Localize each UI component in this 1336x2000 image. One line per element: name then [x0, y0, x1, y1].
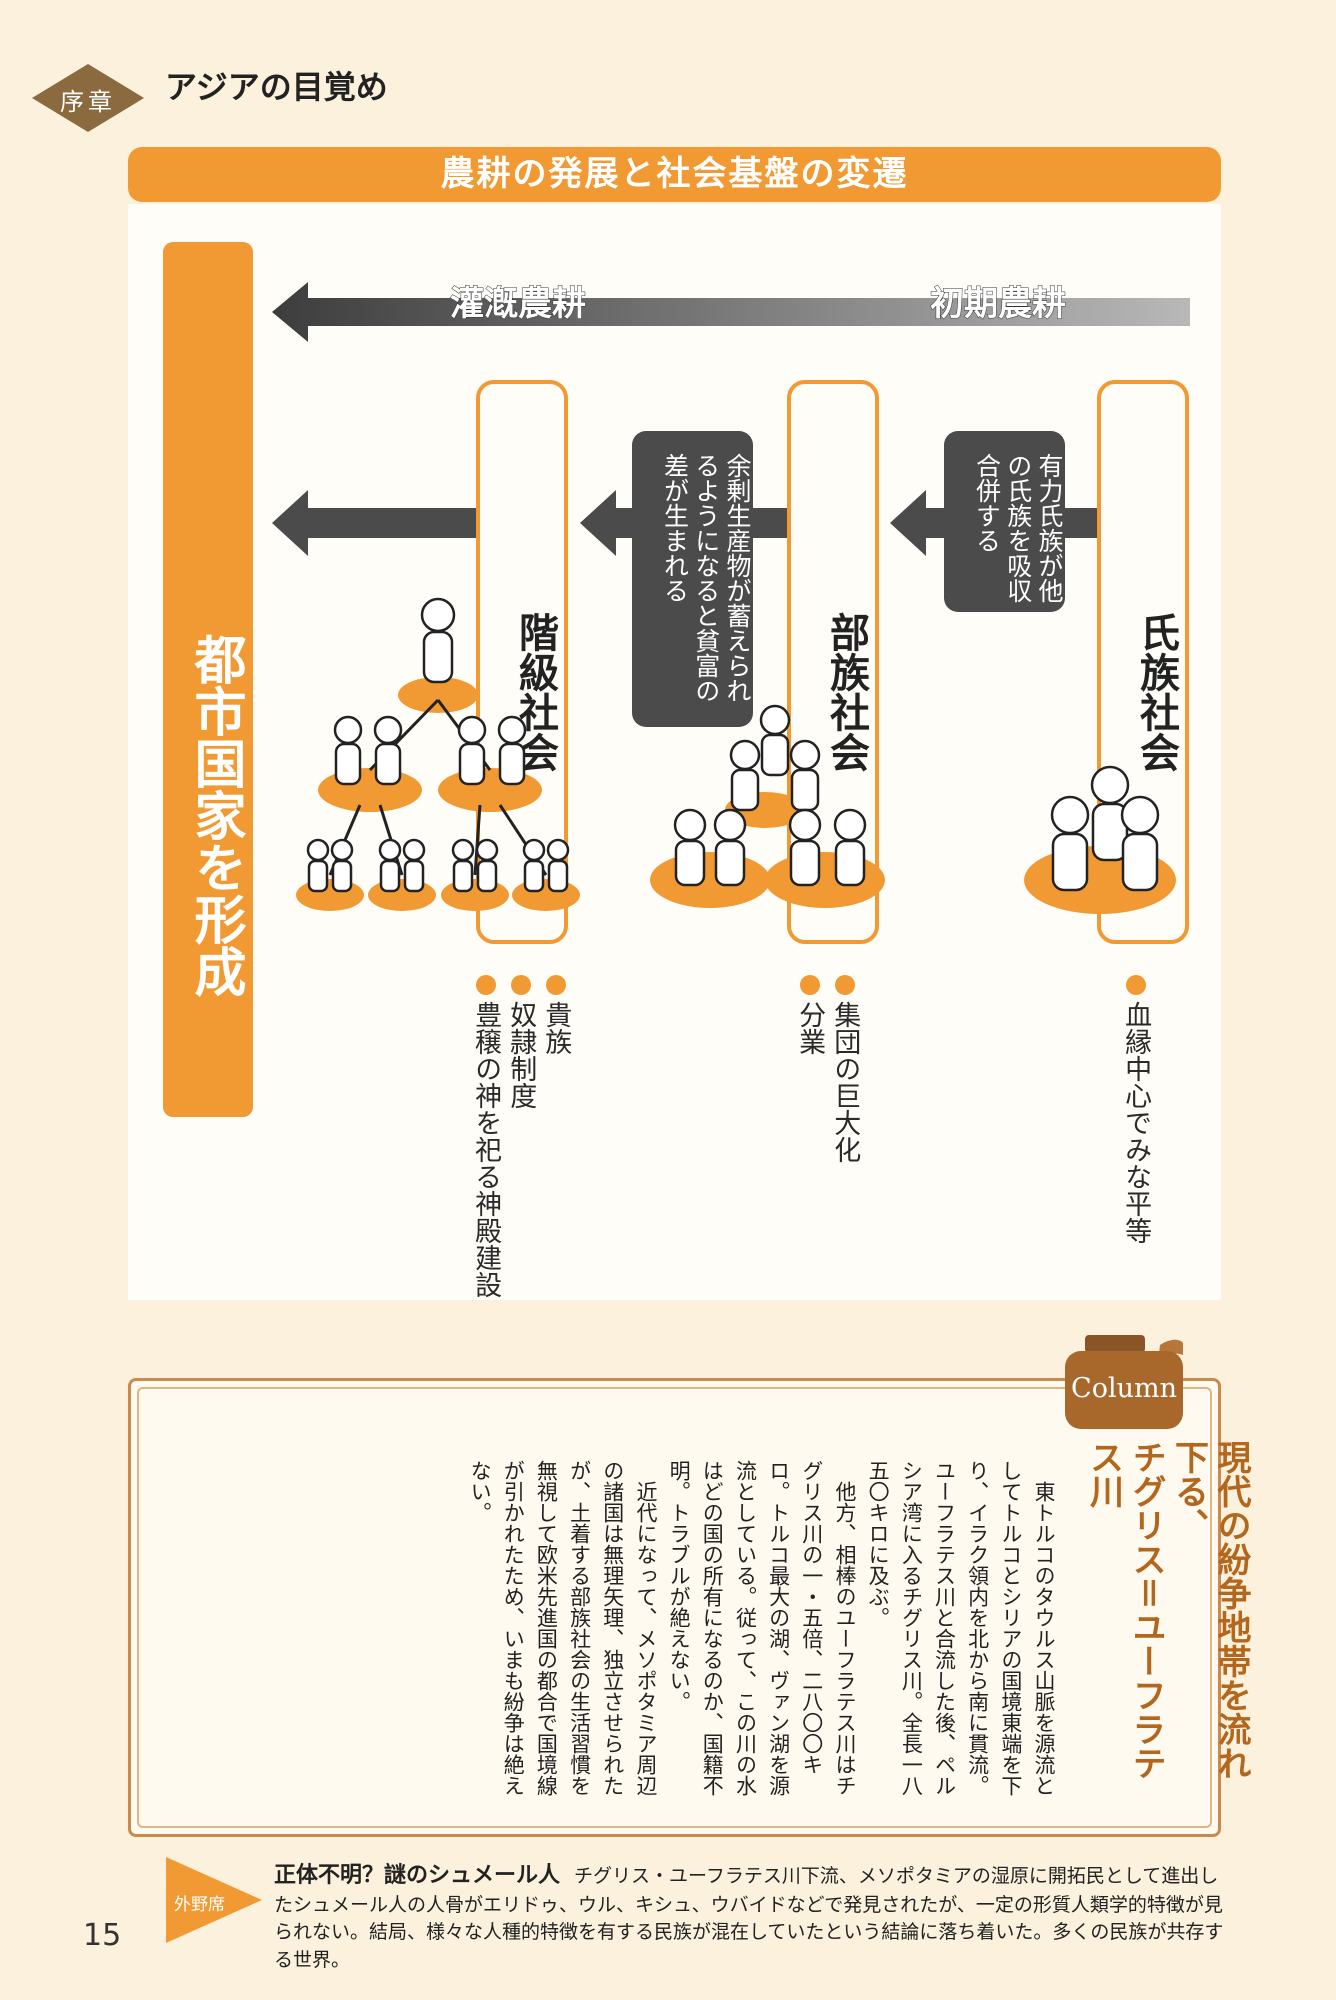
early-farming-label: 初期農耕	[930, 284, 1067, 325]
bullet-item: 豊穣の神を祀る神殿建設	[468, 975, 503, 1298]
column-title: 現代の紛争地帯を流れ下る、 チグリス＝ユーフラテス川	[1082, 1440, 1252, 1800]
column-title-line: 現代の紛争地帯を流れ下る、	[1168, 1440, 1252, 1780]
people-illustrations	[296, 597, 1176, 914]
stage-label: 部族社会	[791, 612, 875, 772]
footnote-title: 正体不明？謎のシュメール人	[274, 1863, 561, 1888]
agriculture-arrow	[272, 282, 1190, 342]
diagram-title: 農耕の発展と社会基盤の変遷	[128, 147, 1221, 202]
stage-tribal-society: 部族社会	[787, 380, 879, 944]
footnote-label: 外野席	[174, 1895, 225, 1915]
chapter-badge: 序章	[28, 62, 148, 134]
column-box	[128, 1378, 1221, 1837]
bullet-item: 血縁中心でみな平等	[1118, 975, 1153, 1244]
column-label: Column	[1071, 1373, 1177, 1404]
footnote-badge: 外野席	[166, 1857, 262, 1943]
bullet-item: 分業	[792, 975, 827, 1163]
diagram-panel	[128, 204, 1221, 1300]
diamond-shape	[32, 64, 144, 132]
footnote-text: チグリス・ユーフラテス川下流、メソポタミアの湿原に開拓民として進出したシュメール…	[274, 1865, 1224, 1971]
column-paragraph: 他方、相棒のユーフラテス川はチグリス川の一・五倍、二八〇〇キロ。トルコ最大の湖、…	[667, 1460, 857, 1796]
arrow-to-city	[272, 490, 480, 556]
class-bullets: 貴族 奴隷制度 豊穣の神を祀る神殿建設	[468, 975, 573, 1298]
bullet-item: 奴隷制度	[503, 975, 538, 1298]
transition-merge-box: 有力氏族が他の氏族を吸収合併する	[944, 431, 1065, 612]
stage-clan-society: 氏族社会	[1097, 380, 1189, 944]
column-paragraph: 東トルコのタウルス山脈を源流としてトルコとシリアの国境東端を下り、イラク領内を北…	[866, 1460, 1056, 1796]
ink-bottle-icon	[1065, 1335, 1185, 1429]
irrigation-farming-label: 灌漑農耕	[450, 284, 587, 325]
stage-label: 氏族社会	[1101, 612, 1185, 772]
column-title-line: チグリス＝ユーフラテス川	[1083, 1440, 1167, 1780]
column-body: 東トルコのタウルス山脈を源流としてトルコとシリアの国境東端を下り、イラク領内を北…	[250, 1460, 1060, 1805]
page-number: 15	[83, 1918, 122, 1953]
tribe-bullets: 集団の巨大化 分業	[792, 975, 862, 1163]
city-state-bar: 都市国家を形成	[163, 242, 253, 1117]
clan-bullets: 血縁中心でみな平等	[1118, 975, 1153, 1244]
stage-class-society: 階級社会	[476, 380, 568, 944]
column-badge: Column	[1065, 1335, 1185, 1430]
column-paragraph: 近代になって、メソポタミア周辺の諸国は無理矢理、独立させられたが、土着する部族社…	[468, 1460, 658, 1796]
triangle-icon	[166, 1857, 262, 1943]
footnote: 正体不明？謎のシュメール人チグリス・ユーフラテス川下流、メソポタミアの湿原に開拓…	[274, 1860, 1234, 1975]
bullet-item: 貴族	[538, 975, 573, 1298]
transition-surplus-box: 余剰生産物が蓄えられるようになると貧富の差が生まれる	[632, 431, 753, 727]
chapter-label: 序章	[60, 88, 116, 116]
city-state-label: 都市国家を形成	[185, 632, 245, 997]
page-title: アジアの目覚め	[165, 68, 388, 106]
bullet-item: 集団の巨大化	[827, 975, 862, 1163]
